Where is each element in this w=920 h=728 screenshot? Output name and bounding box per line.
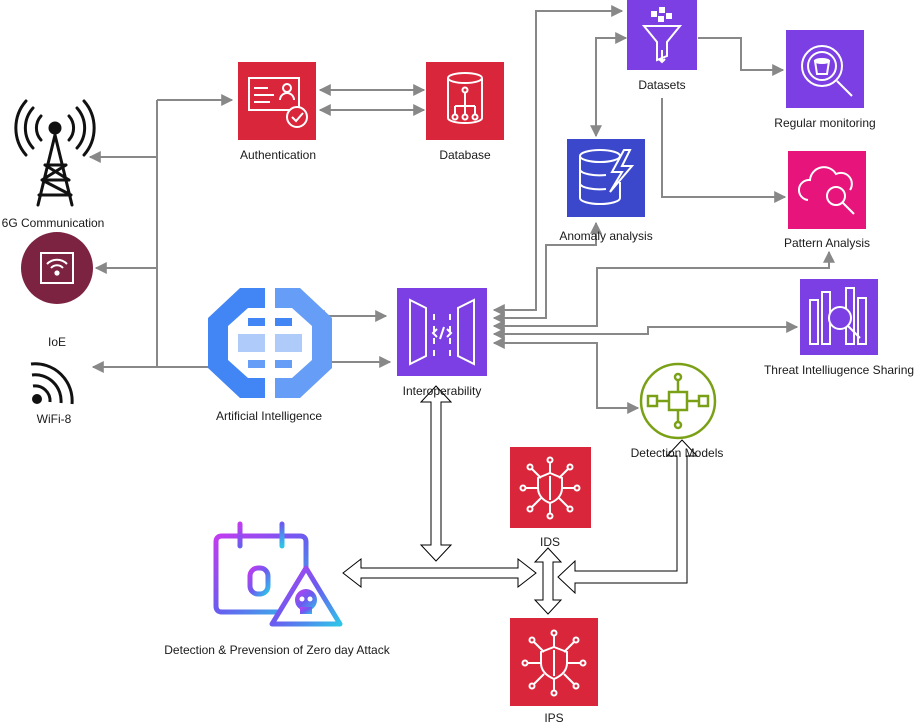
arrow-ids-ips: [533, 547, 563, 615]
data-funnel-icon: [641, 7, 683, 64]
calendar-skull-icon: [213, 521, 343, 627]
ioe-circle: [21, 232, 93, 304]
label-threat-intelligence-sharing: Threat Intelliugence Sharing: [764, 363, 914, 377]
label-ioe: IoE: [48, 335, 66, 349]
node-ids[interactable]: IDS: [510, 447, 591, 549]
conn-interop-detection: [492, 337, 640, 414]
node-6g-communication[interactable]: 6G Communication: [2, 99, 105, 230]
label-detection-models: Detection Models: [631, 446, 724, 460]
label-artificial-intelligence: Artificial Intelligence: [216, 409, 322, 423]
magnifier-bucket-icon: [801, 45, 853, 97]
shield-network-icon: [519, 456, 581, 520]
database-tree-icon: [447, 72, 483, 124]
label-6g-communication: 6G Communication: [2, 216, 105, 230]
node-datasets[interactable]: Datasets: [627, 0, 697, 92]
conn-datasets-anomaly: [590, 32, 628, 138]
label-regular-monitoring: Regular monitoring: [774, 116, 875, 130]
label-authentication: Authentication: [240, 148, 316, 162]
node-regular-monitoring[interactable]: Regular monitoring: [774, 30, 876, 130]
arrow-zeroday-horizontal: [342, 557, 537, 589]
brain-circuit-icon: [208, 288, 332, 398]
arrow-interop-vertical: [419, 385, 453, 562]
circuit-node-icon: [639, 362, 717, 440]
hollow-arrows: [342, 385, 699, 615]
conn-datasets-monitor: [698, 37, 785, 76]
bar-chart-search-icon: [809, 287, 867, 345]
label-wifi8: WiFi-8: [37, 412, 72, 426]
regular-monitoring-tile: [786, 30, 864, 108]
wifi-router-icon: [40, 252, 74, 284]
node-anomaly-analysis[interactable]: Anomaly analysis: [559, 139, 653, 243]
conn-datasets-pattern: [661, 98, 787, 203]
shield-network-icon: [521, 629, 587, 697]
label-pattern-analysis: Pattern Analysis: [784, 236, 870, 250]
wifi-signal-icon: [30, 362, 74, 405]
label-zero-day-attack: Detection & Prevension of Zero day Attac…: [164, 643, 390, 657]
authentication-tile: [238, 62, 316, 140]
node-detection-models[interactable]: Detection Models: [631, 362, 724, 460]
label-ips: IPS: [544, 711, 563, 725]
label-anomaly-analysis: Anomaly analysis: [559, 229, 652, 243]
node-ioe[interactable]: IoE: [21, 232, 93, 349]
id-card-check-icon: [248, 77, 308, 128]
label-datasets: Datasets: [638, 78, 685, 92]
node-database[interactable]: Database: [426, 62, 504, 162]
pattern-analysis-tile: [788, 151, 866, 229]
node-authentication[interactable]: Authentication: [238, 62, 316, 162]
conn-interop-pattern: [492, 250, 835, 332]
cell-tower-icon: [14, 99, 96, 207]
label-interoperability: Interoperability: [403, 384, 482, 398]
node-threat-intelligence-sharing[interactable]: Threat Intelliugence Sharing: [764, 279, 914, 377]
conn-interop-threat: [492, 321, 799, 340]
node-interoperability[interactable]: Interoperability: [397, 288, 487, 398]
label-ids: IDS: [540, 535, 560, 549]
connectors: [88, 5, 835, 414]
node-artificial-intelligence[interactable]: Artificial Intelligence: [208, 288, 332, 423]
node-pattern-analysis[interactable]: Pattern Analysis: [784, 151, 870, 250]
node-zero-day-attack[interactable]: Detection & Prevension of Zero day Attac…: [164, 521, 391, 657]
arrow-detection-ids: [557, 439, 699, 595]
database-lightning-icon: [579, 149, 635, 205]
api-gateway-icon: [409, 298, 475, 366]
label-database: Database: [439, 148, 491, 162]
node-ips[interactable]: IPS: [510, 618, 598, 725]
cloud-search-icon: [798, 166, 855, 215]
node-wifi8[interactable]: WiFi-8: [30, 362, 74, 426]
